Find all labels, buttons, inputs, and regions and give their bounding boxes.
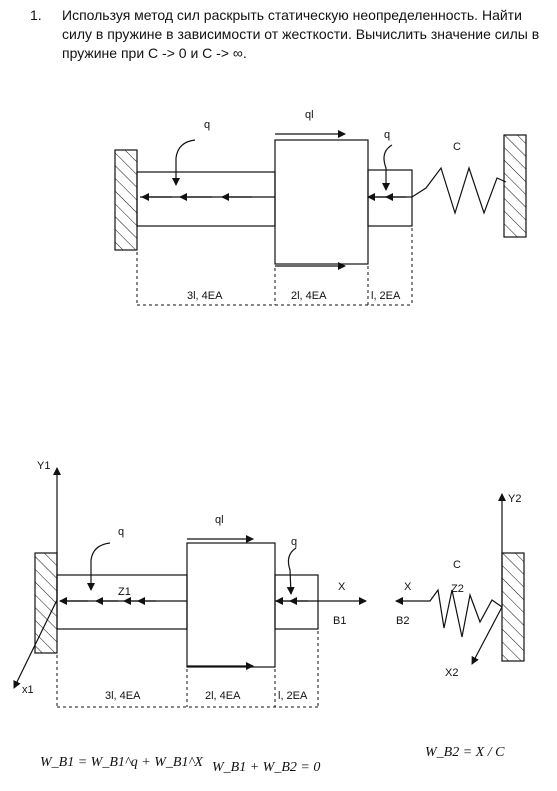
formula-sum-text: W_B1 + W_B2 = 0 bbox=[212, 760, 321, 775]
formula-wb2: W_B2 = X / C bbox=[425, 745, 504, 761]
formula-wb1-text: W_B1 = W_B1^q + W_B1^X bbox=[40, 755, 203, 770]
left-wall-2 bbox=[34, 552, 58, 654]
right-wall-2 bbox=[501, 552, 525, 662]
bar-segment-3 bbox=[367, 169, 413, 227]
label-ql-2: ql bbox=[215, 514, 224, 526]
label-ql: ql bbox=[305, 109, 314, 121]
label-c-2: C bbox=[453, 559, 461, 571]
axis-x2 bbox=[471, 606, 503, 665]
bar-segment-2 bbox=[274, 139, 369, 265]
spring bbox=[411, 166, 507, 216]
label-z1: Z1 bbox=[118, 586, 131, 598]
label-q-right: q bbox=[384, 129, 390, 141]
formula-wb1: W_B1 = W_B1^q + W_B1^X bbox=[40, 755, 203, 771]
q-pointer-right bbox=[382, 144, 393, 191]
q-pointer-right-2 bbox=[286, 547, 297, 595]
label-seg3-2: l, 2EA bbox=[278, 690, 308, 702]
task-number: 1. bbox=[30, 7, 42, 23]
label-seg2-2: 2l, 4EA bbox=[205, 690, 241, 702]
figure-2-diagram: Y1 x1 Z1 q ql q X B1 3l, 4EA 2l, 4EA l, … bbox=[13, 460, 525, 708]
label-seg1: 3l, 4EA bbox=[187, 290, 223, 302]
label-x1: x1 bbox=[22, 684, 34, 696]
task-text: Используя метод сил раскрыть статическую… bbox=[62, 7, 540, 61]
label-seg2: 2l, 4EA bbox=[291, 290, 327, 302]
bar-segment-1-2 bbox=[56, 574, 188, 630]
label-x-b2: X bbox=[404, 581, 412, 593]
label-seg1-2: 3l, 4EA bbox=[105, 690, 141, 702]
spring-2 bbox=[420, 588, 503, 638]
label-y2: Y2 bbox=[508, 493, 521, 505]
q-pointer-left bbox=[172, 139, 196, 186]
label-x-b1: X bbox=[338, 581, 346, 593]
label-x2: X2 bbox=[445, 667, 458, 679]
right-wall bbox=[503, 134, 527, 238]
q-pointer-left-2 bbox=[87, 542, 111, 591]
bar-segment-3-2 bbox=[274, 574, 319, 630]
bar-segment-1 bbox=[136, 171, 276, 227]
bar-segment-2-2 bbox=[186, 542, 276, 668]
label-z2: Z2 bbox=[451, 583, 464, 595]
label-y1: Y1 bbox=[37, 460, 50, 472]
label-q-left-2: q bbox=[118, 526, 124, 538]
label-q-right-2: q bbox=[291, 536, 297, 548]
label-spring-c: C bbox=[453, 141, 461, 153]
label-seg3: l, 2EA bbox=[371, 290, 401, 302]
label-b2: B2 bbox=[396, 615, 409, 627]
left-wall bbox=[114, 149, 138, 251]
label-q-left: q bbox=[204, 119, 210, 131]
formula-wb2-text: W_B2 = X / C bbox=[425, 745, 505, 760]
figure-1-diagram: q ql q C 3l, 4EA 2l, 4EA l, 2EA bbox=[114, 109, 527, 306]
label-b1: B1 bbox=[333, 615, 346, 627]
formula-sum: W_B1 + W_B2 = 0 bbox=[212, 760, 320, 776]
